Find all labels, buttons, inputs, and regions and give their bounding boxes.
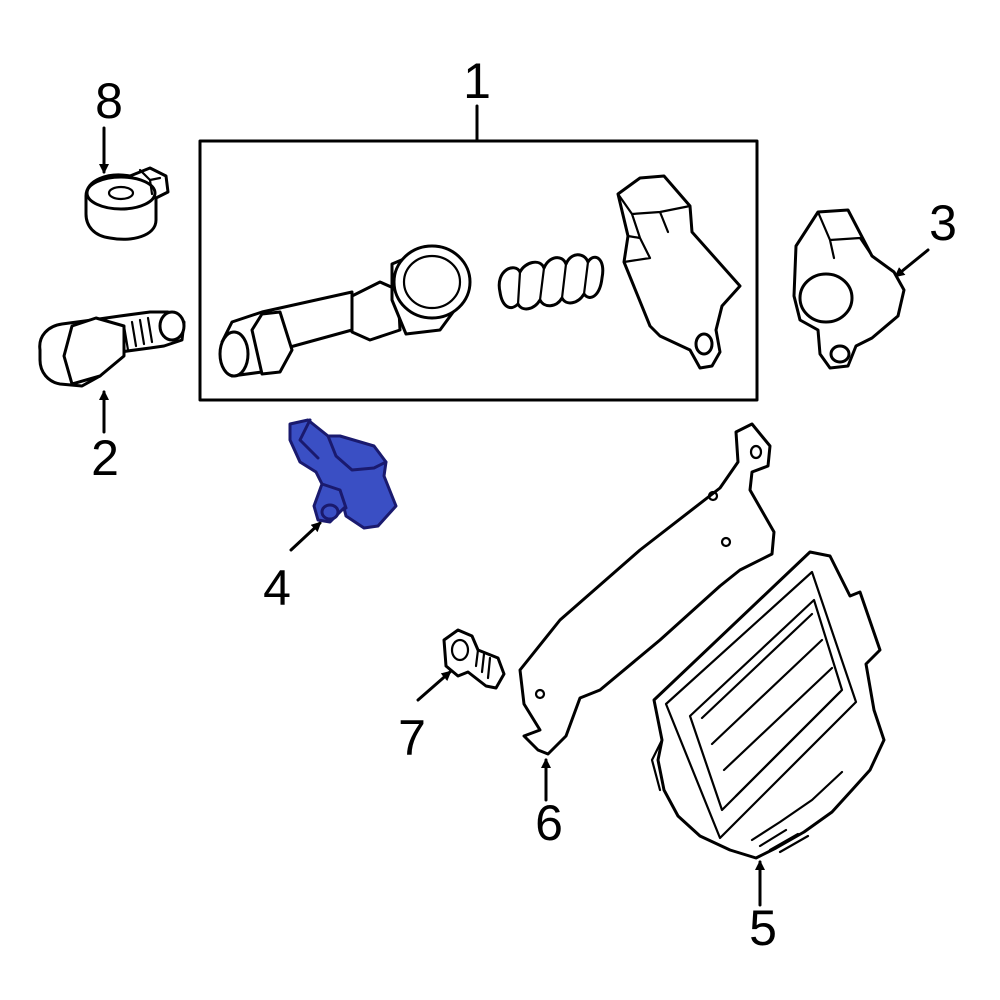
leader-arrow-4	[289, 521, 322, 552]
leader-arrow-3	[894, 248, 930, 278]
cam-position-sensor	[792, 208, 906, 370]
engine-control-module	[650, 550, 886, 860]
coil-boot	[218, 244, 472, 378]
callout-label-5: 5	[749, 900, 777, 956]
bolt	[442, 628, 506, 690]
mounting-bracket	[518, 422, 776, 756]
crank-position-sensor	[38, 310, 186, 388]
callout-label-8: 8	[95, 73, 123, 129]
callout-label-2: 2	[91, 430, 119, 486]
highlighted-cam-sensor[interactable]	[288, 418, 398, 530]
callout-label-1: 1	[463, 53, 491, 109]
knock-sensor	[84, 166, 170, 241]
leader-arrow-7	[416, 670, 452, 702]
ignition-coil-group-box	[198, 139, 759, 402]
coil-spring	[497, 253, 605, 311]
callout-label-4: 4	[263, 560, 291, 616]
callout-label-7: 7	[398, 710, 426, 766]
callout-label-3: 3	[929, 195, 957, 251]
ignition-coil	[616, 174, 742, 370]
callout-label-6: 6	[535, 795, 563, 851]
